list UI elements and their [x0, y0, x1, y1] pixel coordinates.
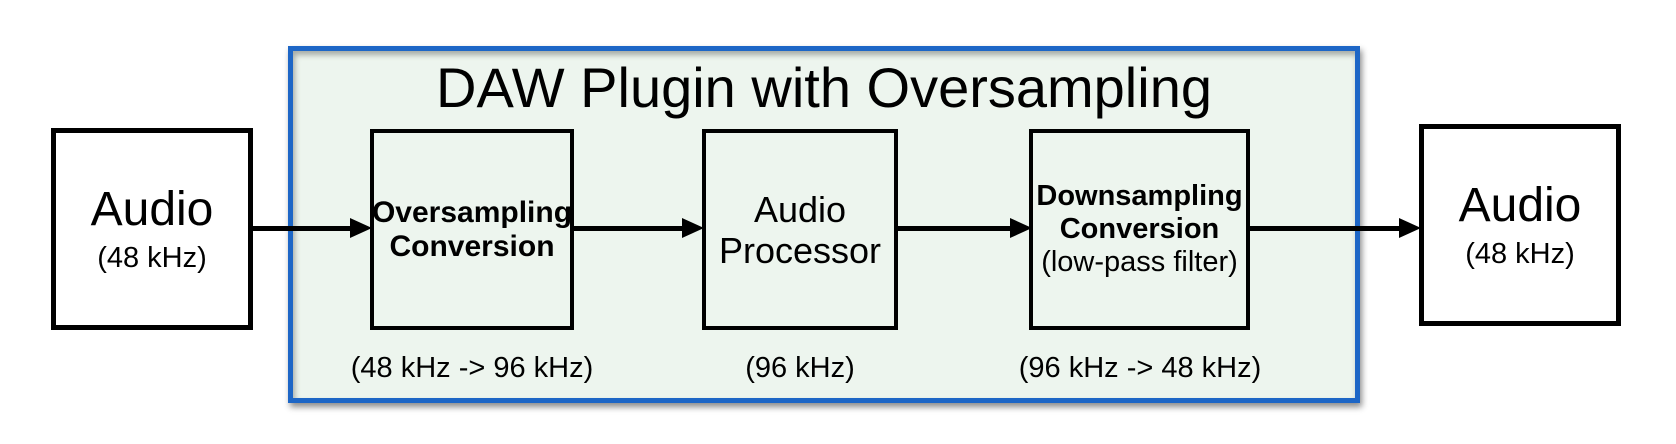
stage-label-line: Oversampling	[371, 195, 573, 229]
source-audio-box: Audio (48 kHz)	[51, 128, 253, 330]
source-audio-rate: (48 kHz)	[97, 241, 207, 274]
stage-caption-downsampling: (96 kHz -> 48 kHz)	[1018, 352, 1262, 384]
stage-label-line: Processor	[718, 229, 882, 271]
stage-caption-oversampling: (48 kHz -> 96 kHz)	[350, 352, 594, 384]
stage-note-lowpass: (low-pass filter)	[1041, 246, 1238, 278]
arrow-shaft	[895, 226, 1018, 231]
arrow-head-icon	[1010, 218, 1032, 238]
sink-audio-box: Audio (48 kHz)	[1419, 124, 1621, 326]
source-audio-label: Audio	[90, 182, 214, 236]
flow-arrow-processor-to-downsampling	[895, 218, 1032, 239]
stage-label-line: Downsampling	[1036, 180, 1243, 212]
stage-label-line: Conversion	[1059, 213, 1220, 245]
stage-box-oversampling-conversion: Oversampling Conversion	[370, 129, 574, 330]
arrow-shaft	[1248, 226, 1407, 231]
arrow-shaft	[572, 226, 690, 231]
flow-arrow-oversampling-to-processor	[572, 218, 704, 239]
daw-plugin-container	[288, 46, 1360, 403]
stage-box-audio-processor: Audio Processor	[702, 129, 898, 330]
sink-audio-rate: (48 kHz)	[1465, 237, 1575, 270]
stage-box-downsampling-conversion: Downsampling Conversion (low-pass filter…	[1029, 129, 1250, 330]
stage-label-line: Audio	[753, 188, 847, 230]
arrow-head-icon	[350, 218, 372, 238]
stage-caption-processor: (96 kHz)	[745, 352, 855, 384]
arrow-shaft	[251, 226, 358, 231]
stage-label-line: Conversion	[389, 229, 555, 263]
diagram-title: DAW Plugin with Oversampling	[436, 56, 1212, 119]
arrow-head-icon	[1399, 218, 1421, 238]
sink-audio-label: Audio	[1458, 178, 1582, 232]
flow-arrow-source-to-oversampling	[251, 218, 372, 239]
arrow-head-icon	[682, 218, 704, 238]
flow-arrow-downsampling-to-sink	[1248, 218, 1421, 239]
